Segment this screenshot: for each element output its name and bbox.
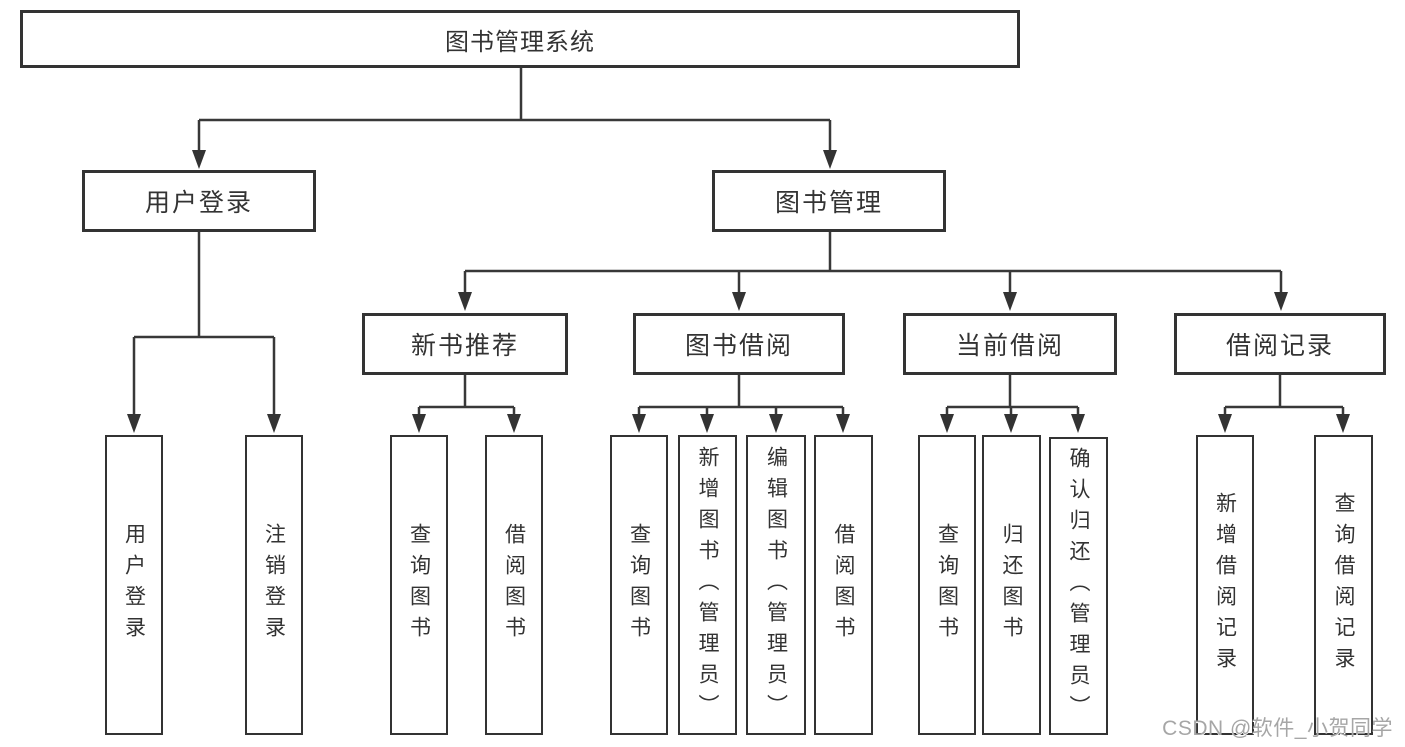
node-user-login: 用户登录 [82,170,316,232]
leaf-label: 用户登录 [122,523,146,647]
node-label: 图书管理系统 [445,28,595,56]
node-label: 当前借阅 [955,332,1064,360]
node-label: 用户登录 [144,189,253,217]
leaf-records-add-borrow-record: 新增借阅记录 [1196,435,1254,735]
leaf-user-login: 用户登录 [105,435,163,735]
csdn-watermark: CSDN @软件_小贺同学 [1162,717,1393,740]
node-label: 图书借阅 [684,332,793,360]
node-borrowing-records: 借阅记录 [1174,313,1386,375]
leaf-label: 编辑图书（管理员） [764,445,788,725]
leaf-current-confirm-return-admin: 确认归还（管理员） [1049,437,1108,735]
node-label: 图书管理 [774,189,883,217]
leaf-newbook-borrow-books: 借阅图书 [485,435,543,735]
leaf-borrowing-add-books-admin: 新增图书（管理员） [678,435,737,735]
leaf-label: 查询借阅记录 [1332,492,1355,678]
arrowheads [127,150,1350,433]
leaf-label: 查询图书 [407,523,431,647]
leaf-current-query-books: 查询图书 [918,435,976,735]
node-book-management: 图书管理 [712,170,946,232]
leaf-label: 借阅图书 [832,523,855,647]
leaf-label: 新增图书（管理员） [696,445,719,725]
node-label: 借阅记录 [1225,332,1334,360]
node-label: 新书推荐 [410,332,519,360]
node-library-management-system: 图书管理系统 [20,10,1020,68]
node-book-borrowing: 图书借阅 [633,313,845,375]
leaf-label: 查询图书 [935,523,959,647]
leaf-label: 查询图书 [627,523,651,647]
leaf-label: 注销登录 [262,523,286,647]
leaf-label: 新增借阅记录 [1213,492,1237,678]
leaf-current-return-books: 归还图书 [982,435,1041,735]
node-new-book-recommend: 新书推荐 [362,313,568,375]
leaf-label: 确认归还（管理员） [1067,446,1090,726]
leaf-borrowing-edit-books-admin: 编辑图书（管理员） [746,435,806,735]
leaf-label: 借阅图书 [502,523,526,647]
leaf-label: 归还图书 [1000,523,1023,647]
leaf-records-query-borrow-record: 查询借阅记录 [1314,435,1373,735]
leaf-newbook-query-books: 查询图书 [390,435,448,735]
leaf-borrowing-borrow-books: 借阅图书 [814,435,873,735]
node-current-borrowing: 当前借阅 [903,313,1117,375]
leaf-logout: 注销登录 [245,435,303,735]
leaf-borrowing-query-books: 查询图书 [610,435,668,735]
